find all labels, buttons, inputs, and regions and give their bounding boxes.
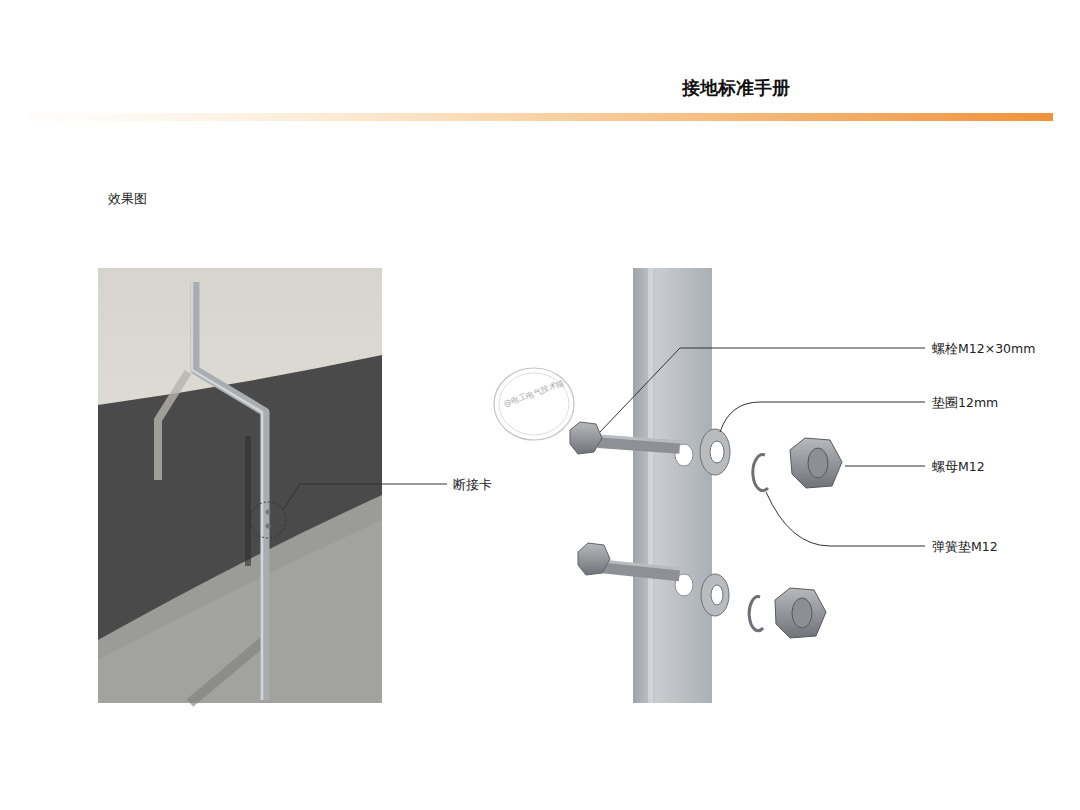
section-label: 效果图: [108, 191, 147, 206]
part-label: 垫圈12mm: [932, 395, 998, 410]
page-title: 接地标准手册: [682, 77, 790, 99]
watermark-stamp: [494, 368, 574, 440]
watermark: @电工电气技术猫: [503, 378, 566, 409]
part-label: 断接卡: [453, 477, 492, 492]
header-bar: [30, 113, 1053, 121]
part-label: 螺母M12: [932, 459, 985, 474]
effect-photo: [98, 268, 447, 703]
part-label: 螺栓M12×30mm: [932, 341, 1035, 356]
part-label: 弹簧垫M12: [932, 539, 998, 554]
disconnect-clamp-exploded: [570, 268, 925, 703]
